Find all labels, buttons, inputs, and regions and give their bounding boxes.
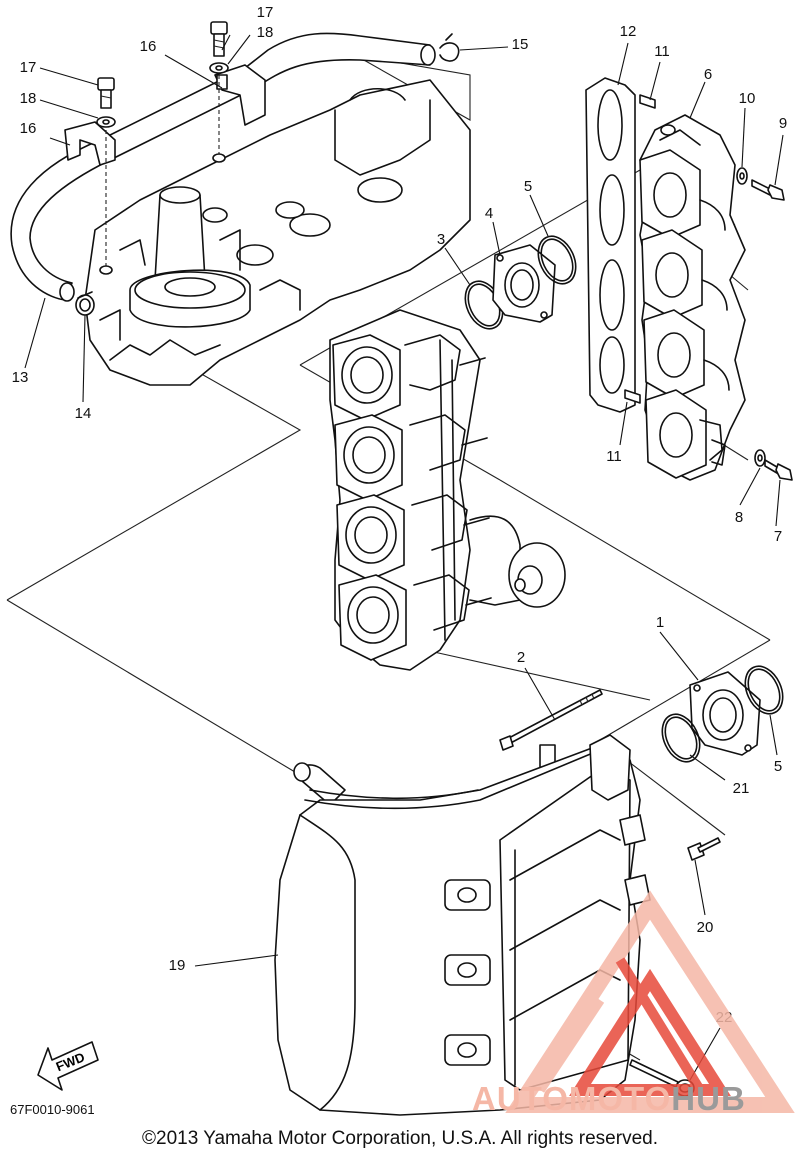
gasket-12: [585, 77, 636, 413]
washer-18-left: [96, 116, 116, 128]
callout-11-bottom: 11: [606, 448, 622, 465]
hose-clamp-14: [75, 291, 95, 316]
callout-9: 9: [779, 115, 787, 132]
hose-clip-16-top: [214, 64, 266, 126]
callout-18-top: 18: [257, 24, 274, 41]
callout-5-top: 5: [524, 178, 532, 195]
callout-19: 19: [169, 957, 186, 974]
bolt-17-top: [210, 21, 228, 57]
bolt-17-left: [97, 77, 115, 109]
copyright-notice: ©2013 Yamaha Motor Corporation, U.S.A. A…: [142, 1128, 658, 1149]
carburetor-assembly: [329, 309, 566, 671]
fwd-arrow: FWD: [37, 1041, 99, 1091]
callout-16-left: 16: [20, 120, 37, 137]
part-catalog-code: 67F0010-9061: [10, 1102, 95, 1117]
callout-6: 6: [704, 66, 712, 83]
silencer-port-middle: [444, 954, 491, 986]
dowel-pin-11-top: [639, 94, 656, 109]
callout-11-top: 11: [654, 43, 670, 60]
callout-8: 8: [735, 509, 743, 526]
o-ring-5-top: [537, 235, 577, 285]
carb-throat-4: [338, 574, 407, 661]
silencer-port-bottom: [444, 1034, 491, 1066]
intake-manifold-6: [639, 114, 746, 481]
intake-silencer-19: [274, 734, 651, 1116]
carburetor-joint-4: [492, 244, 556, 323]
callout-21: 21: [733, 780, 750, 797]
callout-14: 14: [75, 405, 92, 422]
bolt-20: [687, 837, 721, 861]
callout-17-top: 17: [257, 4, 274, 21]
bolt-22: [629, 1059, 695, 1097]
o-ring-21: [661, 713, 701, 763]
callout-10: 10: [739, 90, 756, 107]
carburetor-joint-1: [689, 671, 761, 756]
washer-18-top: [209, 62, 229, 74]
dowel-pin-11-bottom: [624, 389, 641, 404]
callout-2: 2: [517, 649, 525, 666]
callout-13: 13: [12, 369, 29, 386]
callout-20: 20: [697, 919, 714, 936]
callout-5-bottom: 5: [774, 758, 782, 775]
long-bolt-2: [499, 689, 603, 751]
callout-15: 15: [512, 36, 529, 53]
callout-17-left: 17: [20, 59, 37, 76]
callout-3: 3: [437, 231, 445, 248]
cylinder-block: [84, 79, 471, 386]
callout-16-top: 16: [140, 38, 157, 55]
callout-18-left: 18: [20, 90, 37, 107]
washer-8: [754, 449, 766, 467]
bolt-9: [751, 179, 785, 201]
callout-1: 1: [656, 614, 664, 631]
callout-12: 12: [620, 23, 637, 40]
callout-22: 22: [716, 1009, 733, 1026]
callout-4: 4: [485, 205, 493, 222]
silencer-port-top: [444, 879, 491, 911]
hose-clip-16-left: [64, 121, 116, 166]
callout-7: 7: [774, 528, 782, 545]
hose-clamp-15: [439, 33, 460, 62]
carb-throat-1: [332, 334, 401, 421]
washer-10: [736, 167, 748, 185]
carb-throat-3: [336, 494, 405, 581]
o-ring-5-bottom: [744, 665, 784, 715]
bolt-7: [764, 459, 793, 481]
carb-throat-2: [334, 414, 403, 501]
